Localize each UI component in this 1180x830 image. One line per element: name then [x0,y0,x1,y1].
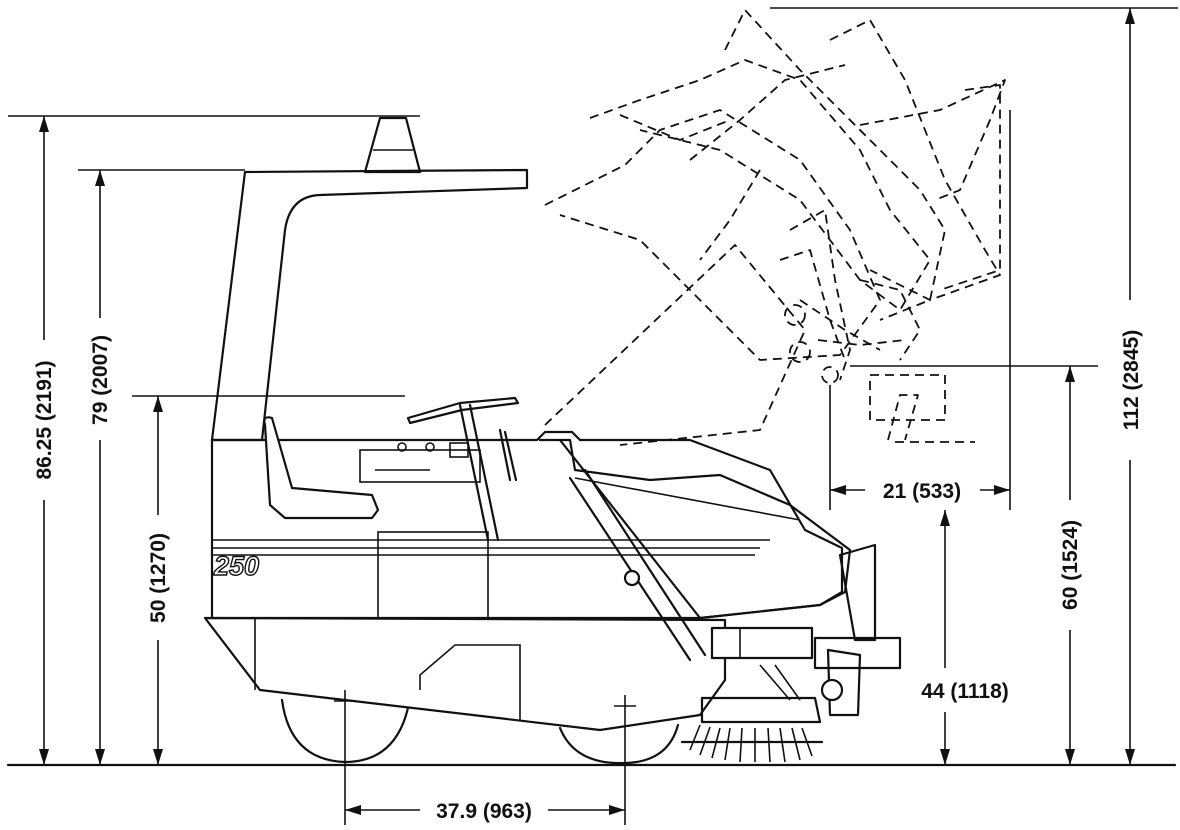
dim-overall-height-cone: 86.25 (2191) [33,360,56,479]
dimension-lines [8,7,1178,825]
dim-dump-clearance: 60 (1524) [1059,520,1082,610]
dim-overhead-guard-height: 79 (2007) [89,335,112,425]
dim-hopper-height: 44 (1118) [921,680,1009,703]
model-badge: 250 [213,551,259,581]
dim-dump-reach: 21 (533) [883,480,961,503]
sweeper-body [203,116,902,765]
hopper-dump-positions [544,9,1006,446]
dim-steering-wheel-height: 50 (1270) [147,533,170,623]
dim-max-dump-height: 112 (2845) [1120,330,1143,430]
dim-wheelbase: 37.9 (963) [436,800,532,823]
